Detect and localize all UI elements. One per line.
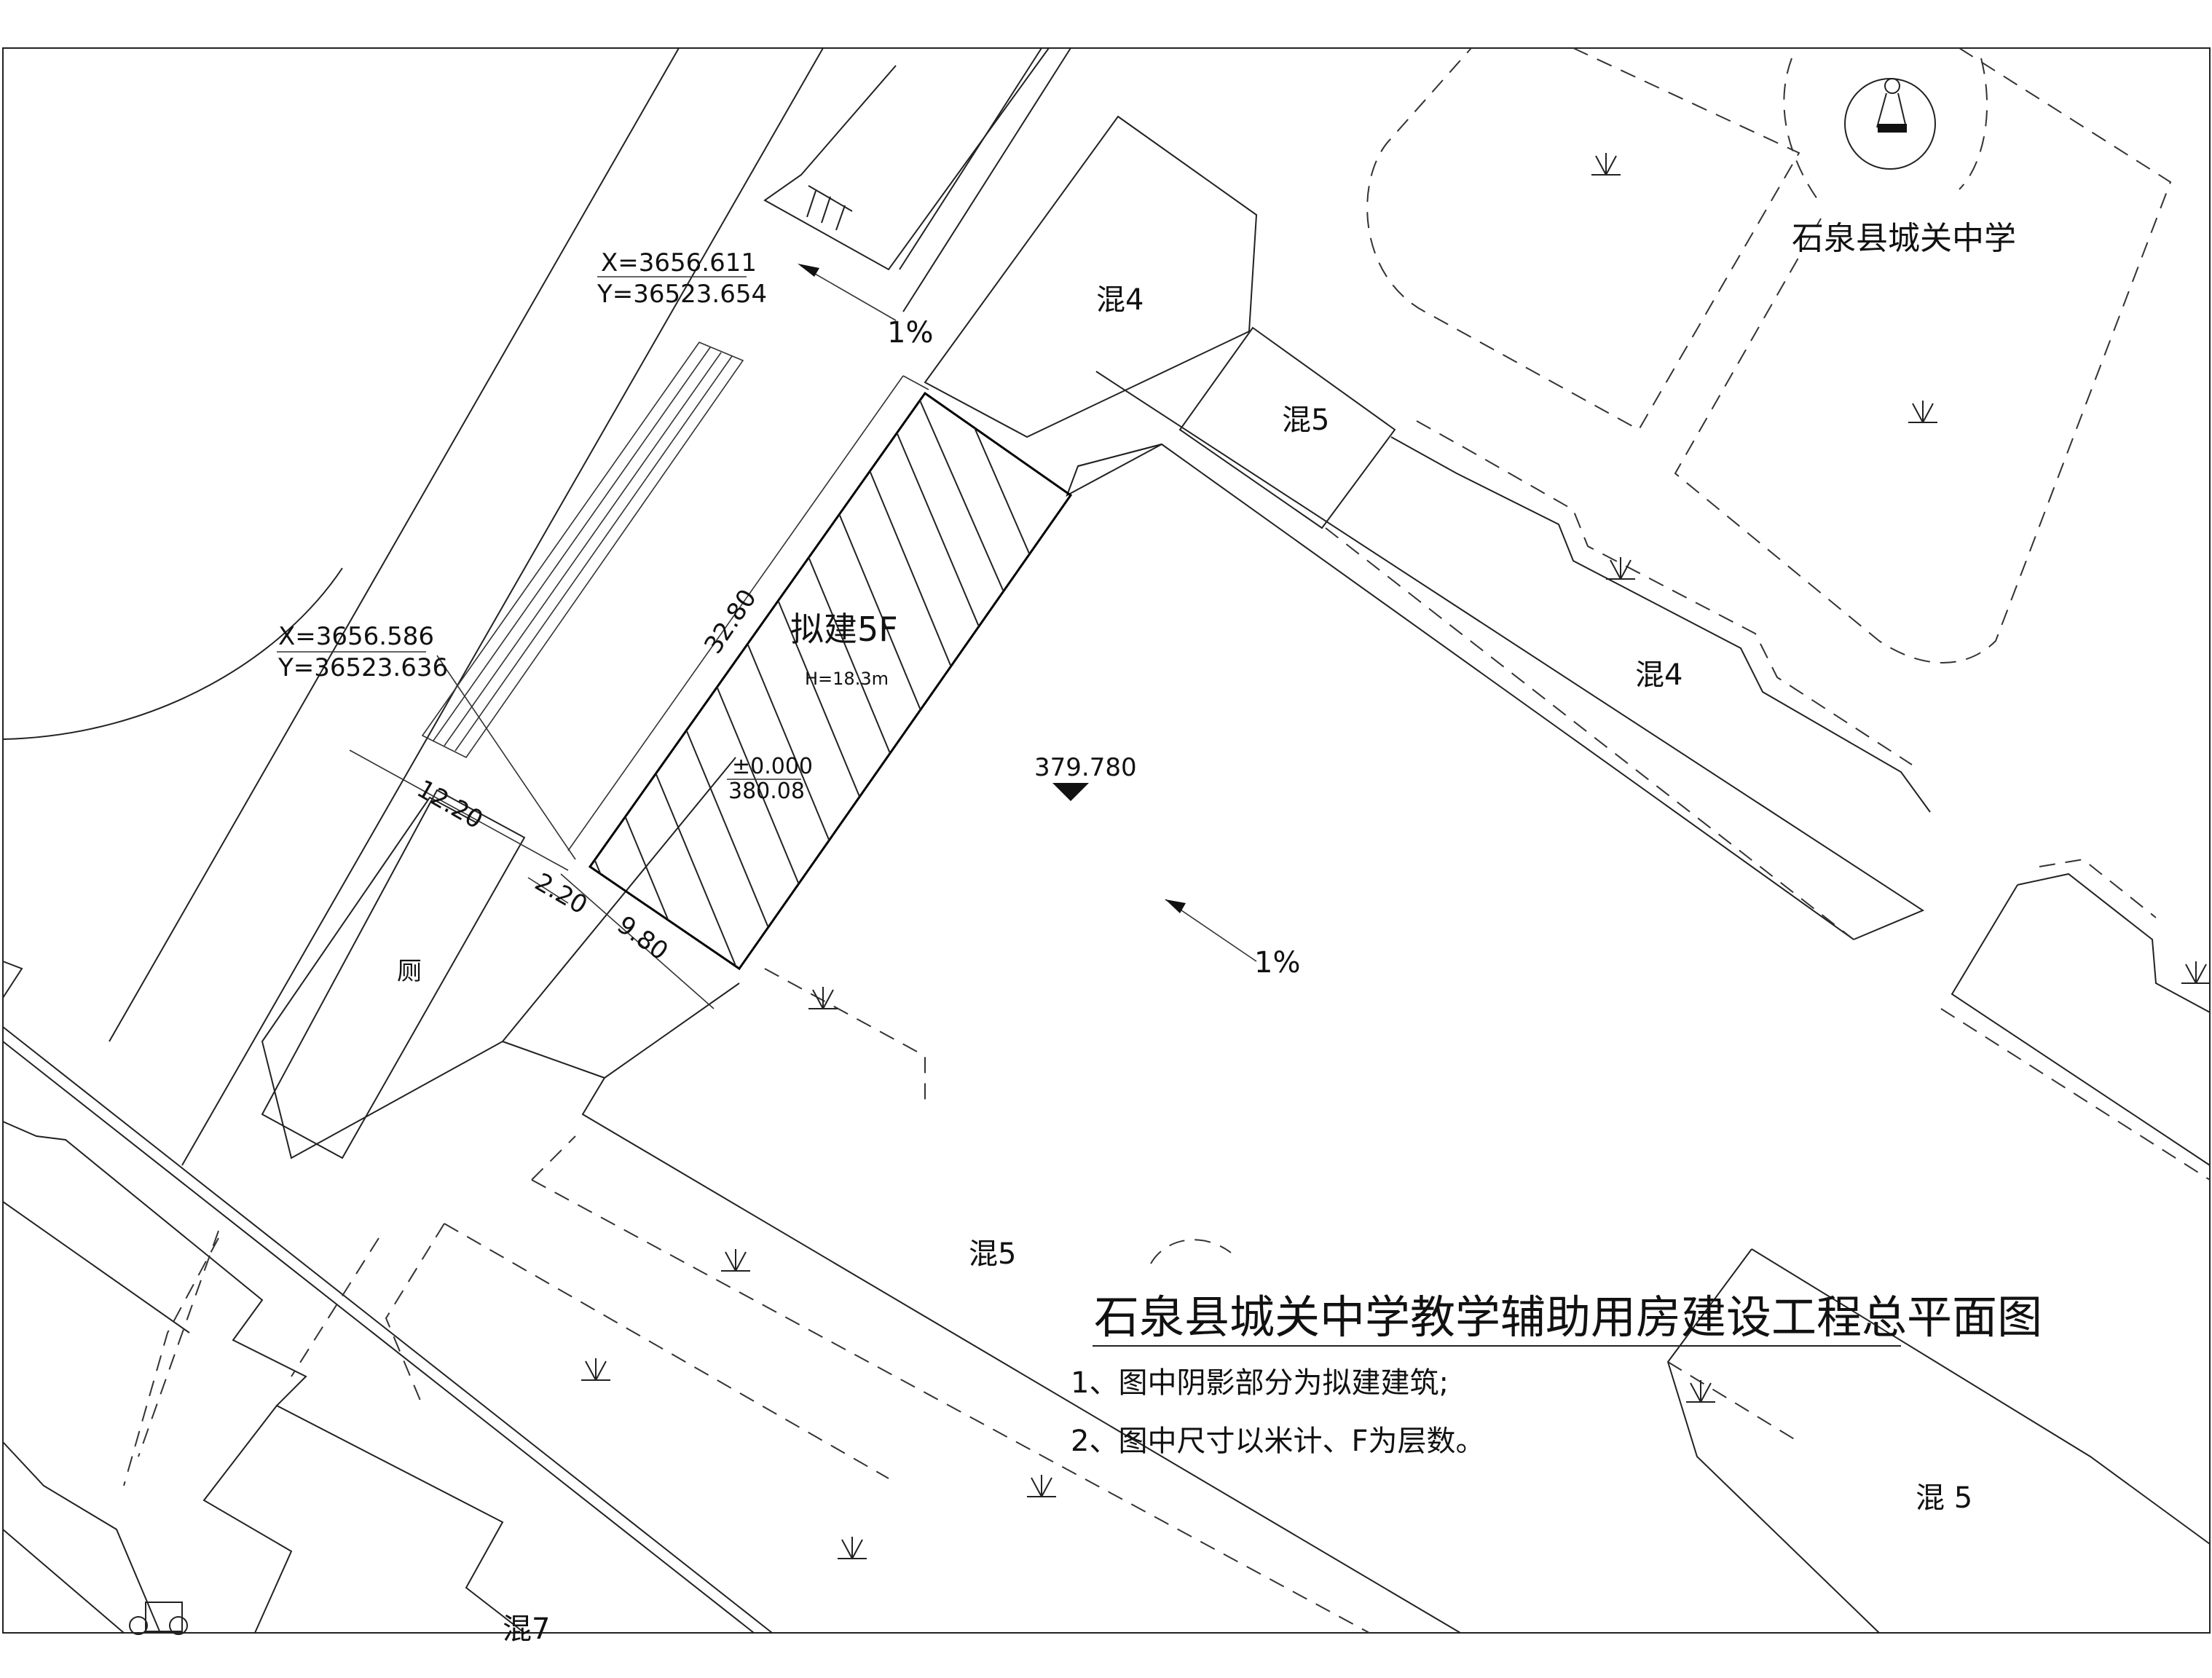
building-hun4-b [1077,371,1931,940]
coordinate-y-2: Y=36523.636 [278,653,448,682]
coordinate-y-1: Y=36523.654 [597,280,767,309]
proposed-building [588,391,1073,971]
road-lines [2,47,1071,1634]
building-label-hun4-b: 混4 [1635,658,1682,692]
building-label-hun5-a: 混5 [1282,403,1329,437]
slope-arrows [798,264,1257,962]
grass-symbol-icon [1908,401,1937,423]
plaza-outline [1066,444,1162,497]
grass-symbol-icon [838,1537,867,1559]
coordinate-x-1: X=3656.611 [601,248,757,277]
building-label-hun4-a: 混4 [1096,283,1144,317]
building-hun5-a [1178,326,1396,529]
school-area [1366,47,2172,663]
flagpole-icon [1844,78,1936,170]
coordinate-x-2: X=3656.586 [278,622,434,651]
grass-symbol-icon [2181,961,2211,984]
slope-label-2: 1% [1254,946,1300,980]
grass-symbol-icon [808,987,838,1009]
building-label-toilet: 厕 [397,957,422,986]
drawing-title: 石泉县城关中学教学辅助用房建设工程总平面图 [1094,1291,2042,1344]
note-2: 2、图中尺寸以米计、F为层数。 [1071,1425,1484,1458]
building-hun5-b [261,757,1461,1634]
elevation-marker-icon [1052,783,1089,801]
slope-label-1: 1% [887,316,933,350]
toilet-building [261,789,526,1159]
proposed-building-label: 拟建5F [790,610,898,649]
grass-symbol-icon [1027,1475,1056,1497]
dimension-width: 9.80 [612,910,674,966]
building-label-hun5-c: 混 5 [1916,1481,1972,1515]
site-elevation-label: 379.780 [1034,753,1137,782]
note-1: 1、图中阴影部分为拟建建筑; [1071,1366,1449,1400]
slope-arrowhead-1 [798,264,819,277]
grass-symbol-icon [721,1249,750,1272]
grass-symbol-icon [1686,1380,1715,1403]
building-hun4-a [924,115,1258,438]
track-strip [421,342,744,759]
building-hun5-c [1666,1248,2211,1634]
slope-arrow-icon [800,265,897,321]
dimension-lines [277,276,929,1009]
drawing-frame [2,47,2211,1634]
grass-symbol-icon [1606,557,1635,580]
grass-symbols [581,153,2211,1559]
building-elevation-bottom: 380.08 [728,779,805,804]
building-east-lower [1940,858,2211,1181]
building-elevation-top: ±0.000 [732,754,813,779]
gate-structure [763,47,1050,271]
building-label-hun5-b: 混5 [969,1237,1016,1271]
grass-symbol-icon [1591,153,1621,176]
dimension-setback-b: 2.20 [530,867,593,920]
building-label-hun7: 混7 [503,1612,550,1646]
proposed-building-height: H=18.3m [805,669,889,689]
southwest-blocks [2,961,889,1635]
grass-symbol-icon [581,1358,610,1381]
school-name-label: 石泉县城关中学 [1792,220,2016,257]
slope-arrowhead-2 [1165,899,1186,913]
